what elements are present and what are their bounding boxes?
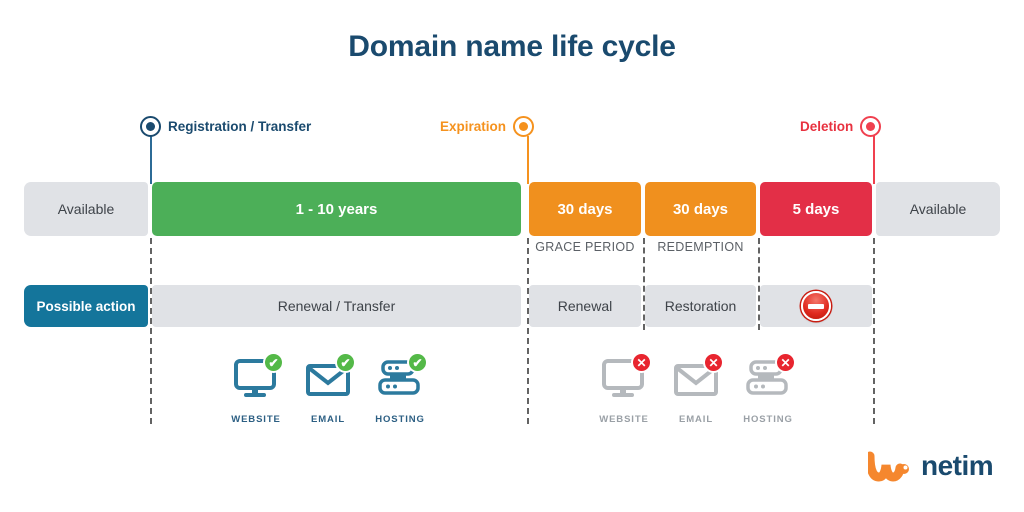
action-renewal-transfer: Renewal / Transfer — [152, 285, 521, 327]
brand-name: netim — [921, 450, 994, 481]
marker-deletion-label: Deletion — [800, 118, 854, 134]
page-title: Domain name life cycle — [348, 30, 676, 63]
pin-dot-icon — [860, 115, 882, 137]
service-item-email-inactive: ✕ EMAIL — [660, 352, 732, 425]
marker-registration-label: Registration / Transfer — [168, 118, 312, 134]
check-badge-icon: ✔ — [263, 352, 284, 373]
marker-deletion[interactable]: Deletion — [800, 115, 882, 137]
segment-registered-period: 1 - 10 years — [152, 182, 521, 236]
service-item-email-active: ✔ EMAIL — [292, 352, 364, 425]
service-item-hosting-active: ✔ HOSTING — [364, 352, 436, 425]
pin-dot-icon — [140, 115, 161, 137]
segment-deletion-period: 5 days — [760, 182, 872, 236]
check-badge-icon: ✔ — [335, 352, 356, 373]
marker-expiration[interactable]: Expiration — [440, 115, 535, 137]
action-none — [760, 285, 872, 327]
service-item-website-active: ✔ WEBSITE — [220, 352, 292, 425]
brand-logo: netim — [868, 450, 994, 482]
possible-action-row-label: Possible action — [24, 285, 148, 327]
service-caption: EMAIL — [310, 414, 346, 425]
service-caption: HOSTING — [375, 414, 425, 425]
action-renewal: Renewal — [529, 285, 641, 327]
service-item-website-inactive: ✕ WEBSITE — [588, 352, 660, 425]
service-caption: WEBSITE — [231, 414, 281, 425]
marker-line-expiration-dashed — [527, 238, 529, 424]
forbidden-icon — [801, 291, 831, 321]
service-caption: WEBSITE — [599, 414, 649, 425]
server-icon — [378, 360, 420, 395]
action-restoration: Restoration — [645, 285, 756, 327]
envelope-icon — [306, 364, 350, 396]
divider-redemption-deletion — [758, 238, 760, 330]
segment-grace-period: 30 days — [529, 182, 641, 236]
envelope-icon — [674, 364, 718, 396]
marker-registration[interactable]: Registration / Transfer — [140, 115, 311, 137]
divider-grace-redemption — [643, 238, 645, 330]
marker-line-deletion-solid — [873, 136, 875, 184]
cross-badge-icon: ✕ — [631, 352, 652, 373]
monitor-icon — [234, 359, 276, 397]
caption-redemption: REDEMPTION — [657, 240, 744, 254]
cross-badge-icon: ✕ — [775, 352, 796, 373]
marker-expiration-label: Expiration — [440, 118, 507, 134]
check-badge-icon: ✔ — [407, 352, 428, 373]
marker-line-registration-solid — [150, 136, 152, 184]
monitor-icon — [602, 359, 644, 397]
caption-grace-period: GRACE PERIOD — [535, 240, 635, 254]
service-item-hosting-inactive: ✕ HOSTING — [732, 352, 804, 425]
service-caption: EMAIL — [678, 414, 714, 425]
netim-mark-icon — [868, 451, 909, 482]
segment-available-before: Available — [24, 182, 148, 236]
server-icon — [746, 360, 788, 395]
service-caption: HOSTING — [743, 414, 793, 425]
pin-dot-icon — [513, 115, 535, 137]
marker-line-expiration-solid — [527, 136, 529, 184]
service-icons-inactive: ✕ WEBSITE ✕ EMAIL — [588, 352, 804, 425]
cross-badge-icon: ✕ — [703, 352, 724, 373]
service-icons-active: ✔ WEBSITE ✔ EMAIL — [220, 352, 436, 425]
marker-line-registration-dashed — [150, 238, 152, 424]
segment-redemption-period: 30 days — [645, 182, 756, 236]
marker-line-deletion-dashed — [873, 238, 875, 424]
segment-available-after: Available — [876, 182, 1000, 236]
